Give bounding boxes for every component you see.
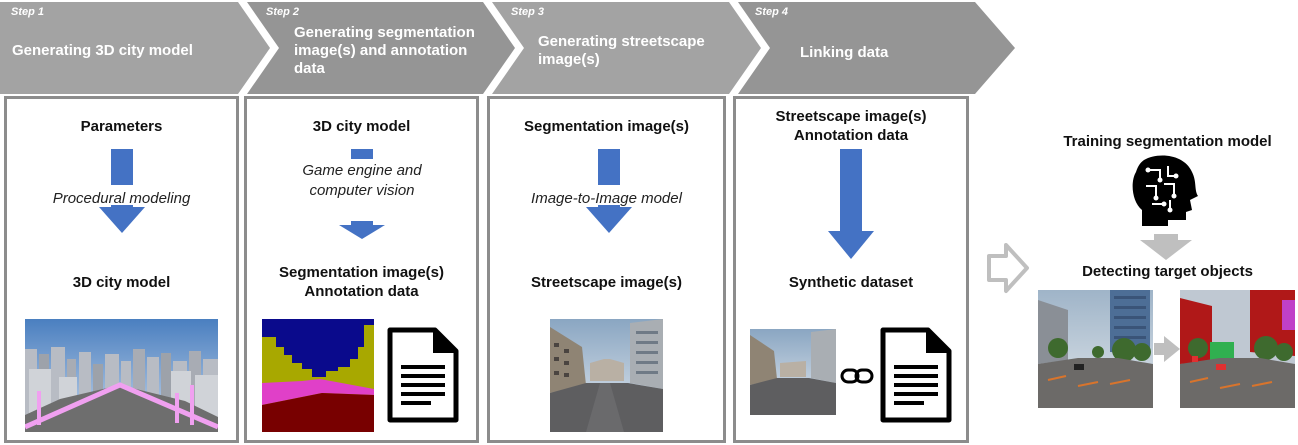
image-to-image-label: Image-to-Image model [531, 190, 682, 207]
dataset-street-image [750, 329, 836, 415]
step-2-label: Step 2 [266, 6, 300, 18]
panel-step-2: 3D city model Game engine and computer v… [244, 96, 479, 443]
game-engine-label: Game engine and computer vision [302, 162, 422, 199]
flow-arrow-down [339, 149, 385, 239]
step-4-chevron [738, 2, 1015, 94]
detecting-objects-label: Detecting target objects [1082, 263, 1253, 280]
link-icon [840, 368, 874, 384]
flow-arrow-down [828, 149, 874, 259]
streetscape-image [550, 319, 663, 432]
dataset-document-icon [880, 327, 952, 423]
synthetic-dataset-label: Synthetic dataset [788, 274, 914, 291]
training-model-label: Training segmentation model [1063, 133, 1272, 150]
step-4-title: Linking data [800, 44, 889, 61]
flow-arrow-down [99, 149, 145, 233]
parameters-label: Parameters [80, 118, 163, 135]
step-3-chevron [492, 2, 761, 94]
step-2-chevron [247, 2, 515, 94]
grey-down-arrow [1140, 234, 1192, 260]
step-banner [0, 2, 1015, 94]
city-model-label: 3D city model [72, 274, 171, 291]
panel-step-1: Parameters Procedural modeling 3D city m… [4, 96, 239, 443]
step-3-title: Generating streetscape image(s) [538, 33, 705, 68]
step-3-label: Step 3 [511, 6, 545, 18]
step-1-label: Step 1 [11, 6, 45, 18]
procedural-modeling-label: Procedural modeling [52, 190, 191, 207]
city-model-render-image [25, 319, 218, 432]
grey-right-arrow [1154, 336, 1180, 362]
annotation-document-icon [387, 327, 459, 423]
annotation-input-label: Annotation data [793, 127, 909, 144]
detection-output-image [1180, 290, 1295, 408]
panel-step-4: Streetscape image(s) Annotation data Syn… [733, 96, 969, 443]
hollow-right-arrow [987, 243, 1029, 293]
streetscape-output-label: Streetscape image(s) [531, 274, 682, 291]
segmentation-input-label: Segmentation image(s) [523, 118, 690, 135]
step-1-chevron [0, 2, 270, 94]
step-2-title: Generating segmentation image(s) and ann… [294, 24, 475, 77]
detection-input-image [1038, 290, 1153, 408]
city-model-input-label: 3D city model [312, 118, 411, 135]
step-1-title: Generating 3D city model [12, 42, 193, 59]
segmentation-image [262, 319, 374, 432]
segmentation-output-label: Segmentation image(s) [278, 264, 445, 281]
annotation-output-label: Annotation data [304, 283, 419, 300]
streetscape-input-label: Streetscape image(s) [775, 108, 927, 125]
flow-arrow-down [586, 149, 632, 233]
panel-step-3: Segmentation image(s) Image-to-Image mod… [487, 96, 726, 443]
step-4-label: Step 4 [755, 6, 789, 18]
ai-brain-head-icon [1132, 155, 1198, 226]
